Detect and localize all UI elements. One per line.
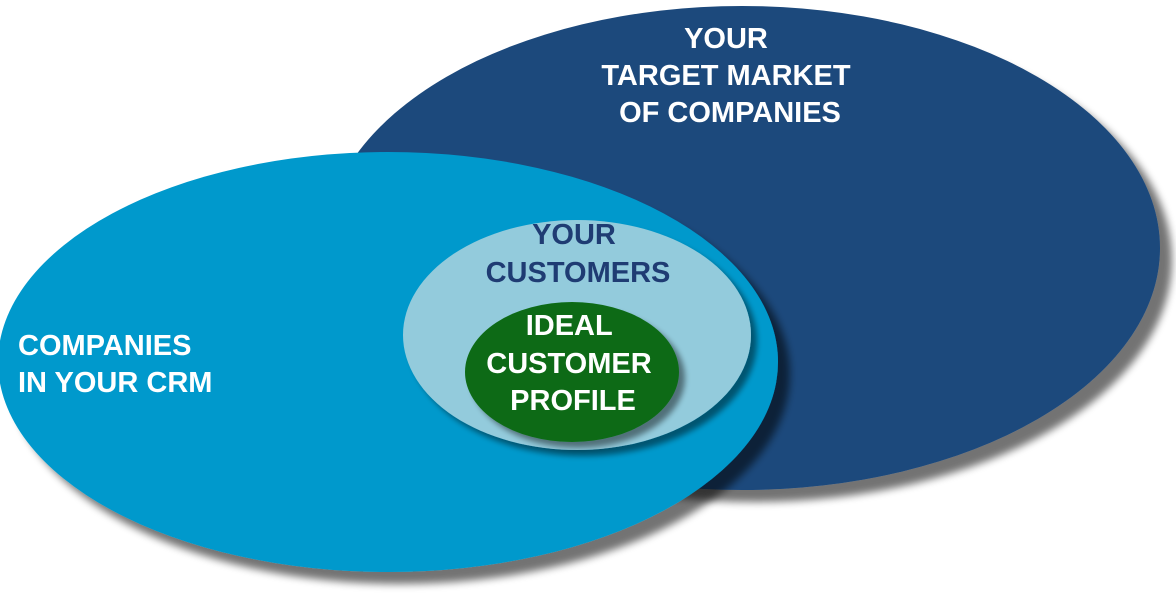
target-market-line-2: TARGET MARKET	[601, 60, 850, 92]
crm-line-2: IN YOUR CRM	[18, 367, 212, 399]
customers-label: YOUR CUSTOMERS	[486, 219, 671, 289]
crm-line-1: COMPANIES	[18, 330, 191, 362]
icp-line-3: PROFILE	[510, 385, 636, 417]
customers-line-1: YOUR	[532, 219, 616, 251]
icp-label: IDEAL CUSTOMER PROFILE	[486, 310, 659, 417]
icp-line-2: CUSTOMER	[486, 348, 651, 380]
target-market-label: YOUR TARGET MARKET OF COMPANIES	[601, 23, 858, 129]
icp-ellipse	[465, 302, 679, 442]
icp-line-1: IDEAL	[526, 310, 612, 342]
target-market-line-1: YOUR	[684, 23, 768, 55]
customers-line-2: CUSTOMERS	[486, 257, 671, 289]
target-market-line-3: OF COMPANIES	[619, 97, 841, 129]
crm-label: COMPANIES IN YOUR CRM	[18, 330, 212, 399]
